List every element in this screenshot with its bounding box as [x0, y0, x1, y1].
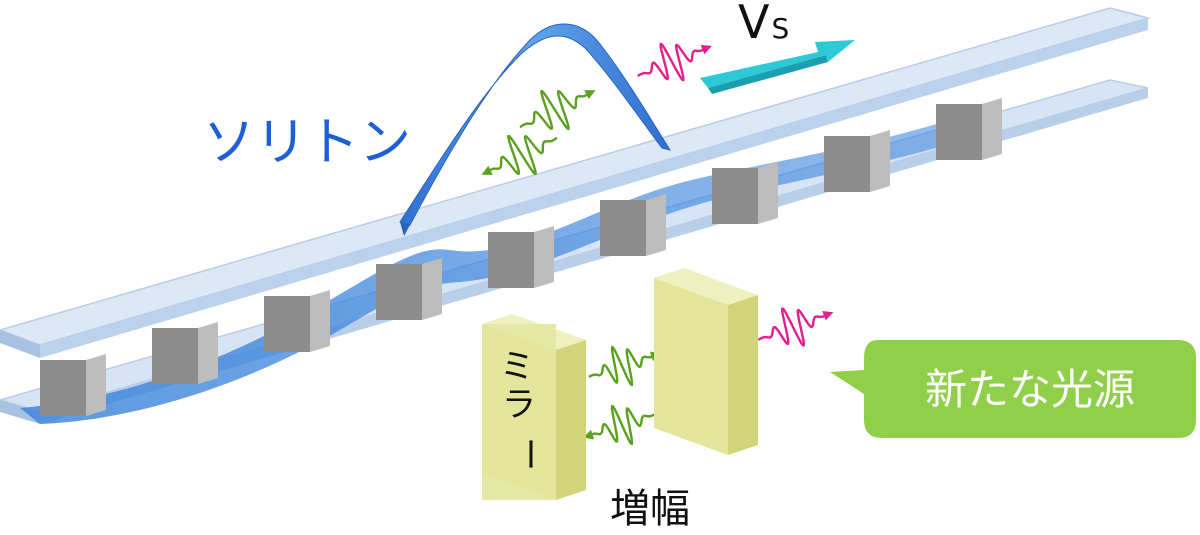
- cavity-wave-soliton-lower: [481, 135, 558, 175]
- mirror-char-2: ラ: [502, 385, 536, 425]
- wave-packets: [481, 42, 834, 446]
- pillar: [264, 290, 330, 352]
- pillar: [712, 162, 778, 224]
- pillar: [488, 226, 554, 288]
- emitted-wave-soliton: [637, 42, 712, 82]
- pillar: [376, 258, 442, 320]
- mirror-back: [654, 268, 758, 455]
- mirror-char-3: ー: [509, 437, 549, 471]
- pillar: [824, 130, 890, 192]
- pillar-array: [40, 98, 1002, 416]
- mirror-front: [482, 314, 586, 500]
- amplify-label: 増幅: [610, 486, 690, 532]
- pillar: [152, 322, 218, 384]
- mirror-label: ミ ラ ー: [500, 347, 549, 471]
- velocity-arrow: [700, 40, 855, 94]
- cavity-wave-mirror-lower: [583, 404, 656, 446]
- emitted-wave-output: [757, 307, 834, 347]
- soliton-pulse: [399, 23, 672, 236]
- pillar: [936, 98, 1002, 160]
- velocity-label: VS: [738, 0, 789, 49]
- mirror-char-1: ミ: [500, 347, 534, 387]
- cavity-wave-soliton-upper: [519, 90, 596, 130]
- pillar: [40, 354, 106, 416]
- new-light-source-callout: [830, 340, 1196, 438]
- soliton-label: ソリトン: [203, 113, 411, 173]
- top-waveguide-plate: [0, 7, 1151, 358]
- new-light-source-label: 新たな光源: [925, 365, 1135, 414]
- pillar: [600, 194, 666, 256]
